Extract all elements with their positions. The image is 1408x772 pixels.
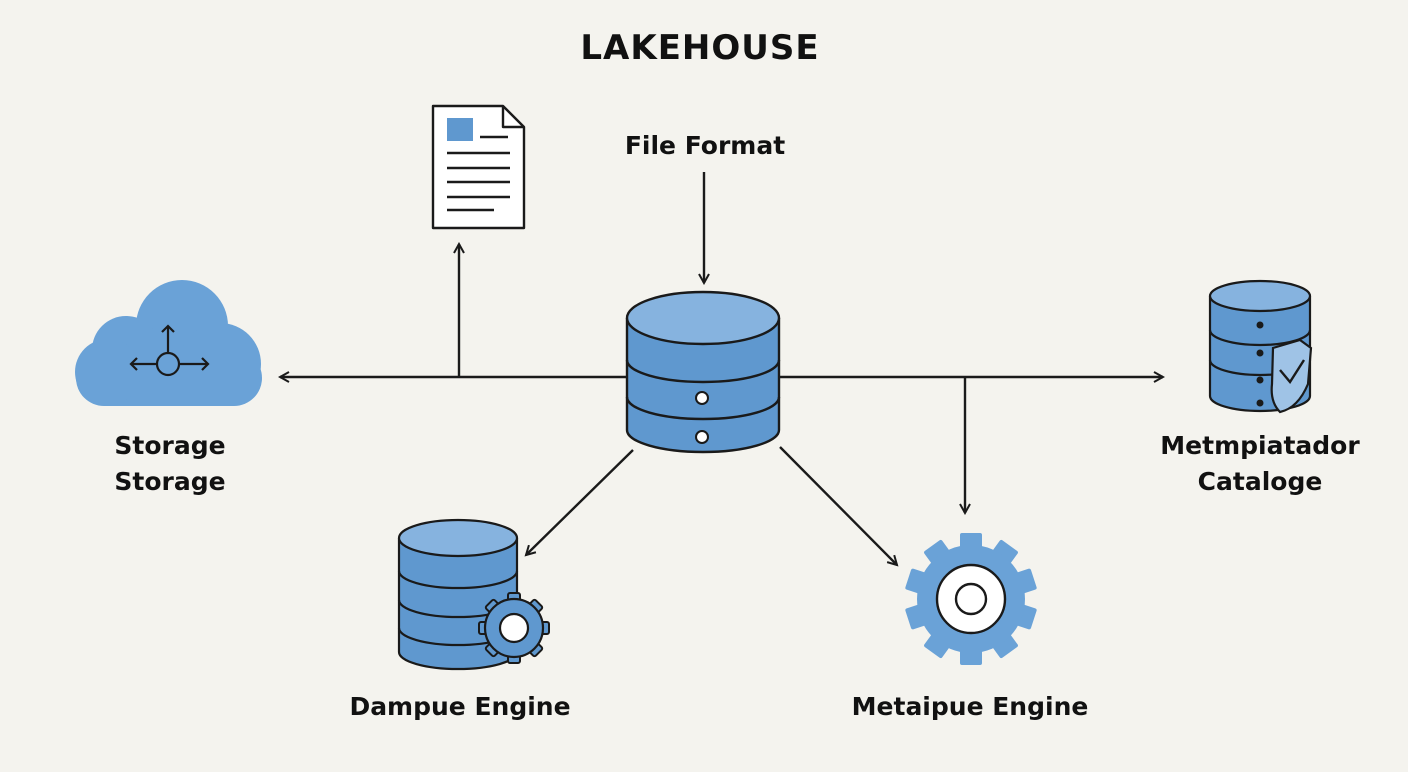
diagram-title: LAKEHOUSE <box>580 28 820 68</box>
shield-icon <box>1270 338 1313 414</box>
storage-label: Storage Storage <box>60 428 280 500</box>
document-icon <box>431 104 526 230</box>
central-database-icon <box>625 290 781 454</box>
arrow-database-to-dampue-engine <box>526 449 634 555</box>
small-gear-icon <box>478 592 550 664</box>
catalog-database-icon <box>1208 279 1313 414</box>
catalog-label-line-1: Metmpiatador <box>1160 431 1360 460</box>
file-format-label: File Format <box>624 131 786 160</box>
cloud-icon <box>75 280 262 406</box>
catalog-label: Metmpiatador Catalоge <box>1130 428 1390 500</box>
arrow-database-to-metapue-engine <box>779 446 897 565</box>
connectors <box>280 172 1163 565</box>
metapue-engine-label: Metaipue Engine <box>851 692 1089 721</box>
dampue-engine-icon <box>397 518 550 671</box>
catalog-label-line-2: Catalоge <box>1197 467 1323 496</box>
storage-label-line-2: Storage <box>114 467 226 496</box>
gear-icon <box>905 533 1037 665</box>
storage-label-line-1: Storage <box>114 431 226 460</box>
dampue-engine-label: Dampue Engine <box>349 692 571 721</box>
